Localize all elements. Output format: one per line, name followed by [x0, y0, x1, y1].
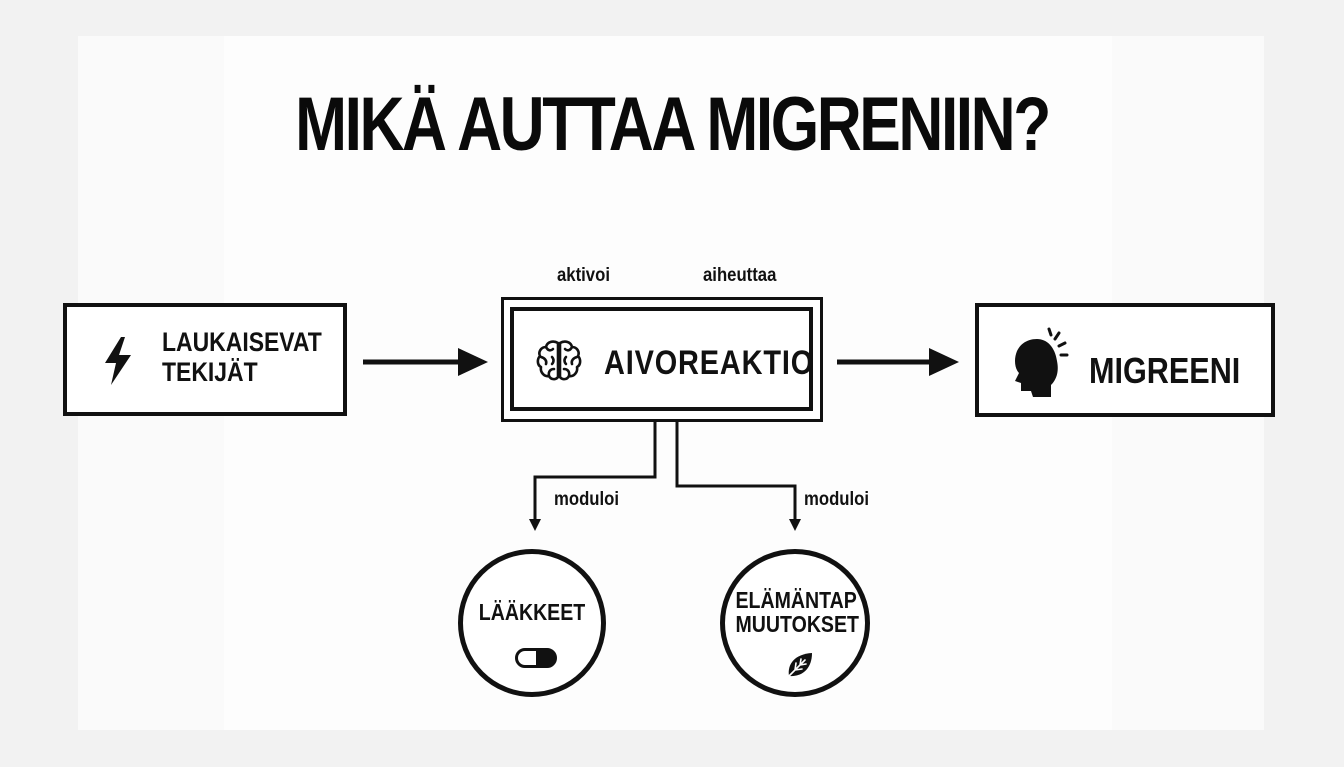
edge-label-activates: aktivoi [557, 265, 610, 286]
node-triggers-label: LAUKAISEVAT TEKIJÄT [162, 327, 322, 387]
edge-label-causes: aiheuttaa [703, 265, 777, 286]
node-lifestyle: ELÄMÄNTAP MUUTOKSET [720, 549, 870, 697]
node-migraine-label: MIGREENI [1089, 350, 1241, 391]
lightning-icon [105, 337, 131, 385]
node-migraine: MIGREENI [975, 303, 1275, 417]
arrow-triggers-to-brain [363, 348, 488, 376]
node-triggers: LAUKAISEVAT TEKIJÄT [63, 303, 347, 416]
node-lifestyle-label: ELÄMÄNTAP MUUTOKSET [735, 587, 859, 637]
brain-icon [536, 340, 582, 381]
node-brain-label: AIVOREAKTIO [604, 344, 815, 382]
connector-brain-to-medications [529, 422, 657, 531]
leaf-icon [788, 653, 812, 677]
head-pain-icon [1015, 327, 1069, 397]
node-medications: LÄÄKKEET [458, 549, 606, 697]
node-brain: AIVOREAKTIO [510, 307, 813, 411]
connector-brain-to-lifestyle [675, 422, 801, 531]
edge-label-modulates-left: moduloi [554, 489, 620, 510]
page-title: MIKÄ AUTTAA MIGRENIIN? [295, 82, 1051, 167]
node-medications-label: LÄÄKKEET [478, 599, 586, 625]
pill-icon [515, 648, 557, 668]
edge-label-modulates-right: moduloi [804, 489, 870, 510]
arrow-brain-to-migraine [837, 348, 959, 376]
